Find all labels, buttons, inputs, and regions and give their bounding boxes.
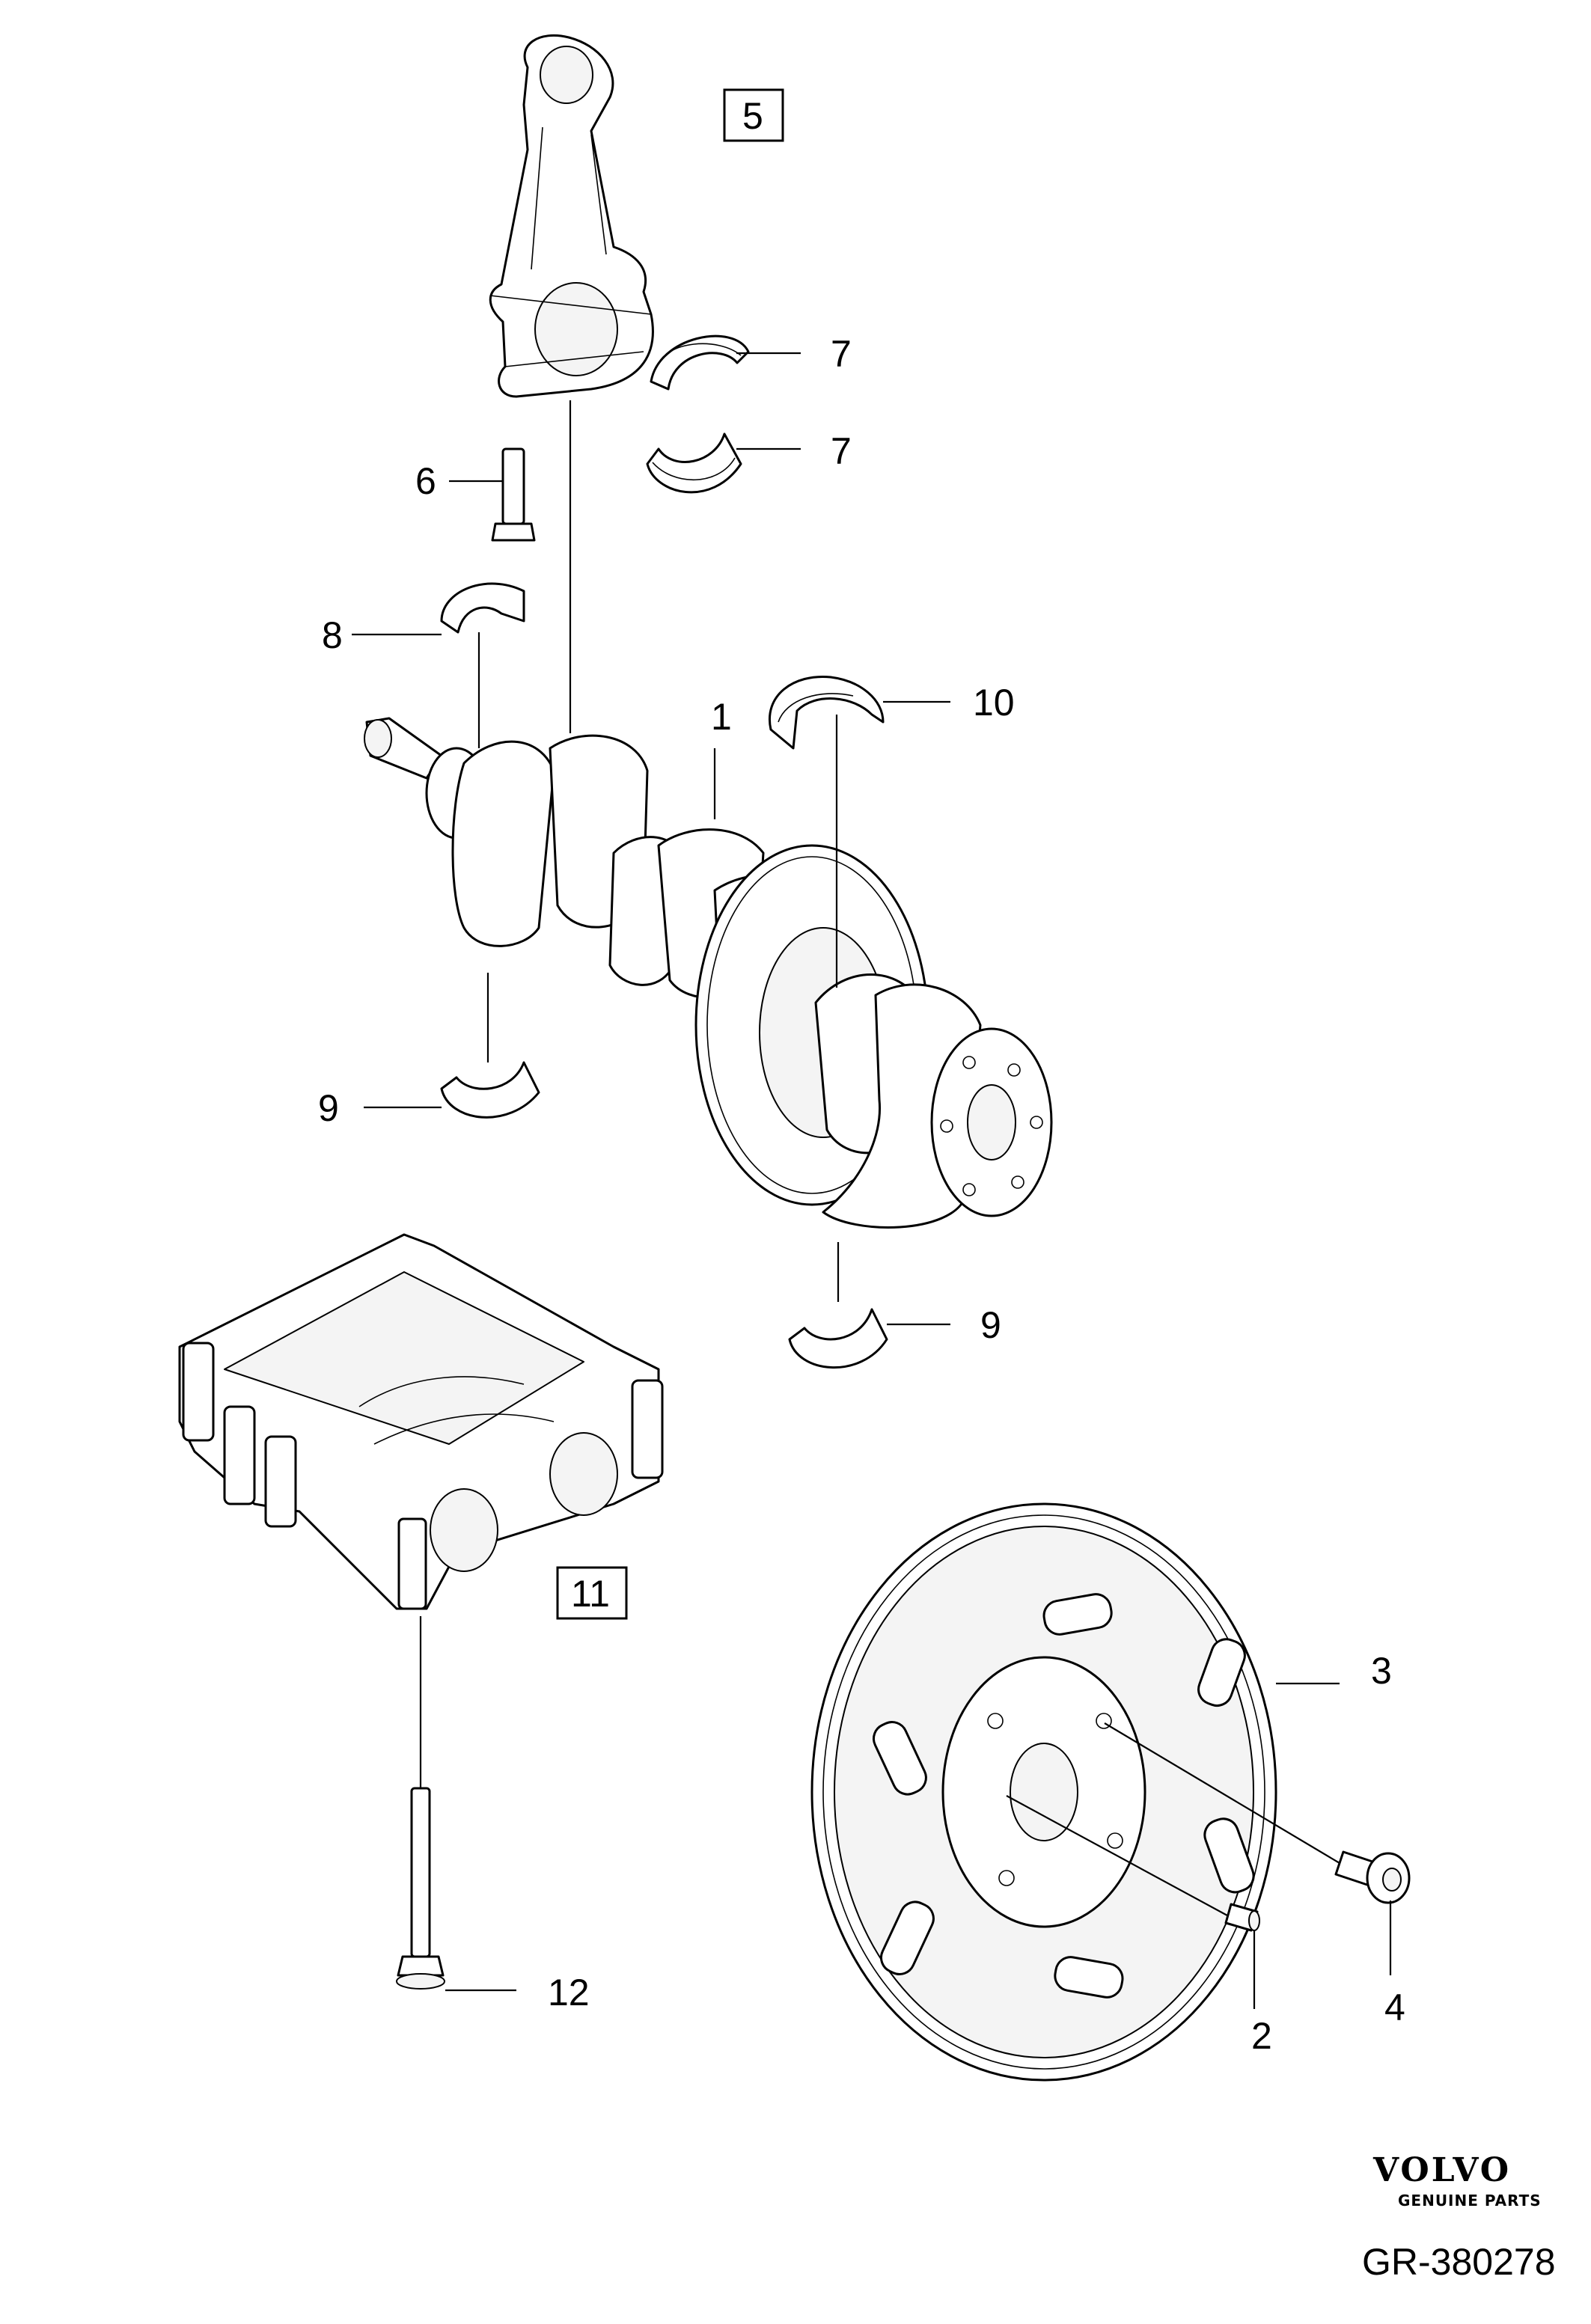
callout-11: 11 (571, 1573, 610, 1615)
rod-bearing-lower (646, 432, 742, 494)
rod-bearing-upper (650, 334, 750, 391)
volvo-logo: VOLVO GENUINE PARTS (1372, 2151, 1542, 2210)
main-bearing-lower-left (440, 1061, 540, 1119)
callout-9-left: 9 (318, 1087, 339, 1129)
callout-1: 1 (711, 696, 732, 738)
leader-lines (352, 352, 1392, 2009)
callout-5: 5 (742, 95, 763, 137)
rod-bolt (491, 447, 536, 542)
dowel-pin (1224, 1903, 1260, 1932)
main-bearing-upper (440, 582, 525, 634)
callout-5-box: 5 (723, 88, 784, 142)
callout-4: 4 (1384, 1987, 1405, 2028)
balance-shaft-module (178, 1233, 664, 1610)
thrust-bearing (769, 675, 885, 750)
crankshaft (364, 717, 1053, 1229)
reference-number: GR-380278 (1362, 2241, 1556, 2283)
callout-8: 8 (322, 614, 343, 656)
callout-6: 6 (415, 460, 436, 502)
callout-9-right: 9 (980, 1304, 1001, 1346)
flexplate-bolt (1334, 1850, 1411, 1904)
callout-7-lower: 7 (831, 430, 852, 472)
callout-12: 12 (548, 1972, 590, 2013)
main-bearing-lower-right (788, 1308, 888, 1369)
connecting-rod (489, 34, 654, 398)
module-bolt (396, 1787, 445, 1990)
flexplate (810, 1502, 1277, 2082)
callout-2: 2 (1251, 2015, 1272, 2057)
callout-7-upper: 7 (831, 333, 852, 375)
logo-tagline: GENUINE PARTS (1398, 2192, 1542, 2210)
logo-brand: VOLVO (1372, 2151, 1511, 2189)
callout-10: 10 (973, 682, 1015, 724)
callout-11-box: 11 (556, 1566, 628, 1620)
callout-3: 3 (1371, 1650, 1392, 1692)
